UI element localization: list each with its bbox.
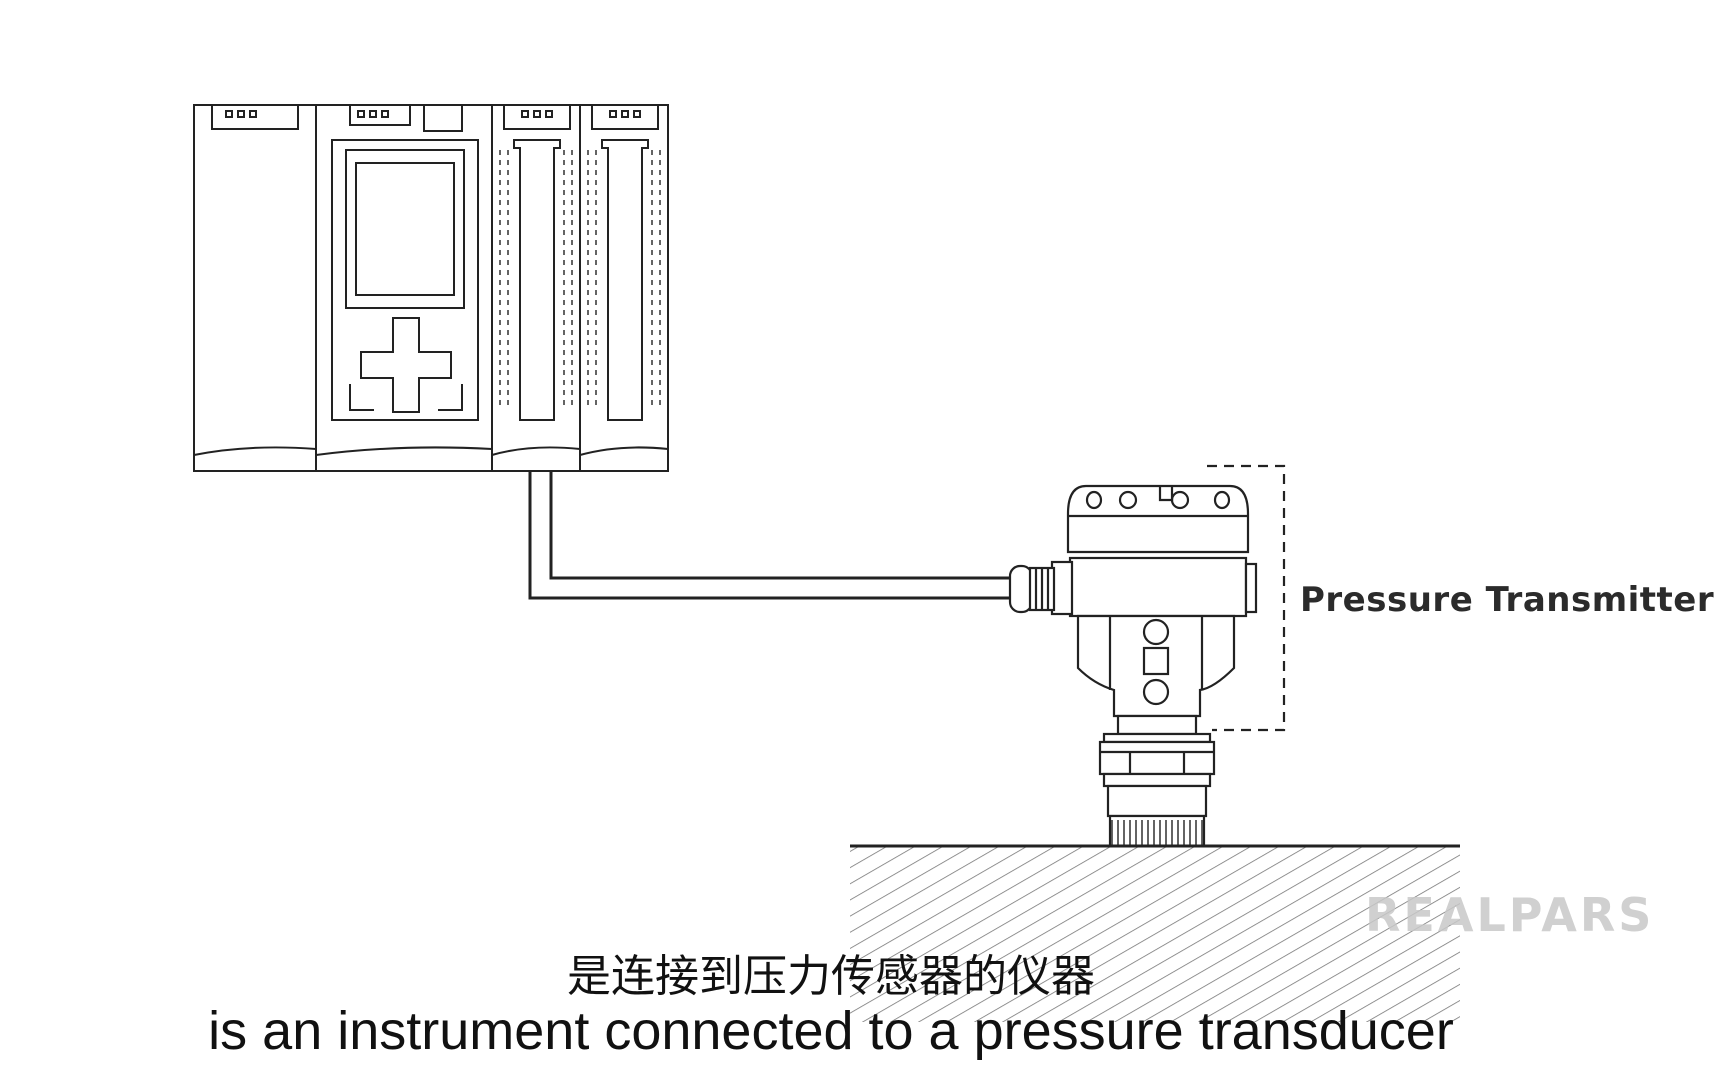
realpars-watermark-logo: REALPARS: [1365, 888, 1655, 942]
io-module-1: [491, 104, 581, 472]
plc-rack: [193, 104, 669, 472]
subtitle-chinese: 是连接到压力传感器的仪器: [567, 951, 1095, 1002]
io-terminals: [499, 150, 661, 410]
callout-bracket: [1207, 464, 1286, 732]
io-module-2: [579, 104, 669, 472]
process-surface: [850, 844, 1460, 1022]
pressure-transmitter: [1008, 464, 1286, 848]
pressure-transmitter-label: Pressure Transmitter: [1300, 580, 1715, 620]
cpu-module: [315, 104, 493, 472]
signal-cable: [528, 471, 1012, 600]
cpu-dpad-icon: [360, 317, 452, 413]
power-supply-module: [193, 104, 317, 472]
subtitle-english: is an instrument connected to a pressure…: [208, 1001, 1454, 1061]
cable-gland: [1008, 564, 1056, 614]
